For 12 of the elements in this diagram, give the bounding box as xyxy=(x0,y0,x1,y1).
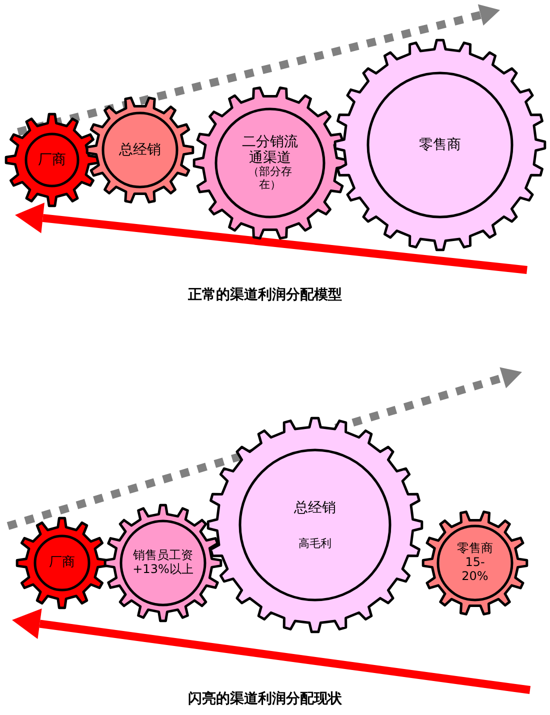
caption: 闪亮的渠道利润分配现状 xyxy=(188,690,342,708)
gear-label: 零售商15-20% xyxy=(456,542,494,584)
gear-label: 零售商 xyxy=(419,136,461,154)
gear-label: （部分存在） xyxy=(247,166,293,192)
gear-label: 厂商 xyxy=(49,556,75,570)
caption: 正常的渠道利润分配模型 xyxy=(188,286,342,304)
gear-label: 厂商 xyxy=(38,152,66,168)
gear-label: 二分销流通渠道 xyxy=(241,134,299,166)
gear-label: 总经销 xyxy=(294,500,336,516)
gear-label: 销售员工资+13%以上 xyxy=(132,549,194,577)
gear-label: 高毛利 xyxy=(298,538,332,550)
gear-label: 总经销 xyxy=(119,142,161,158)
